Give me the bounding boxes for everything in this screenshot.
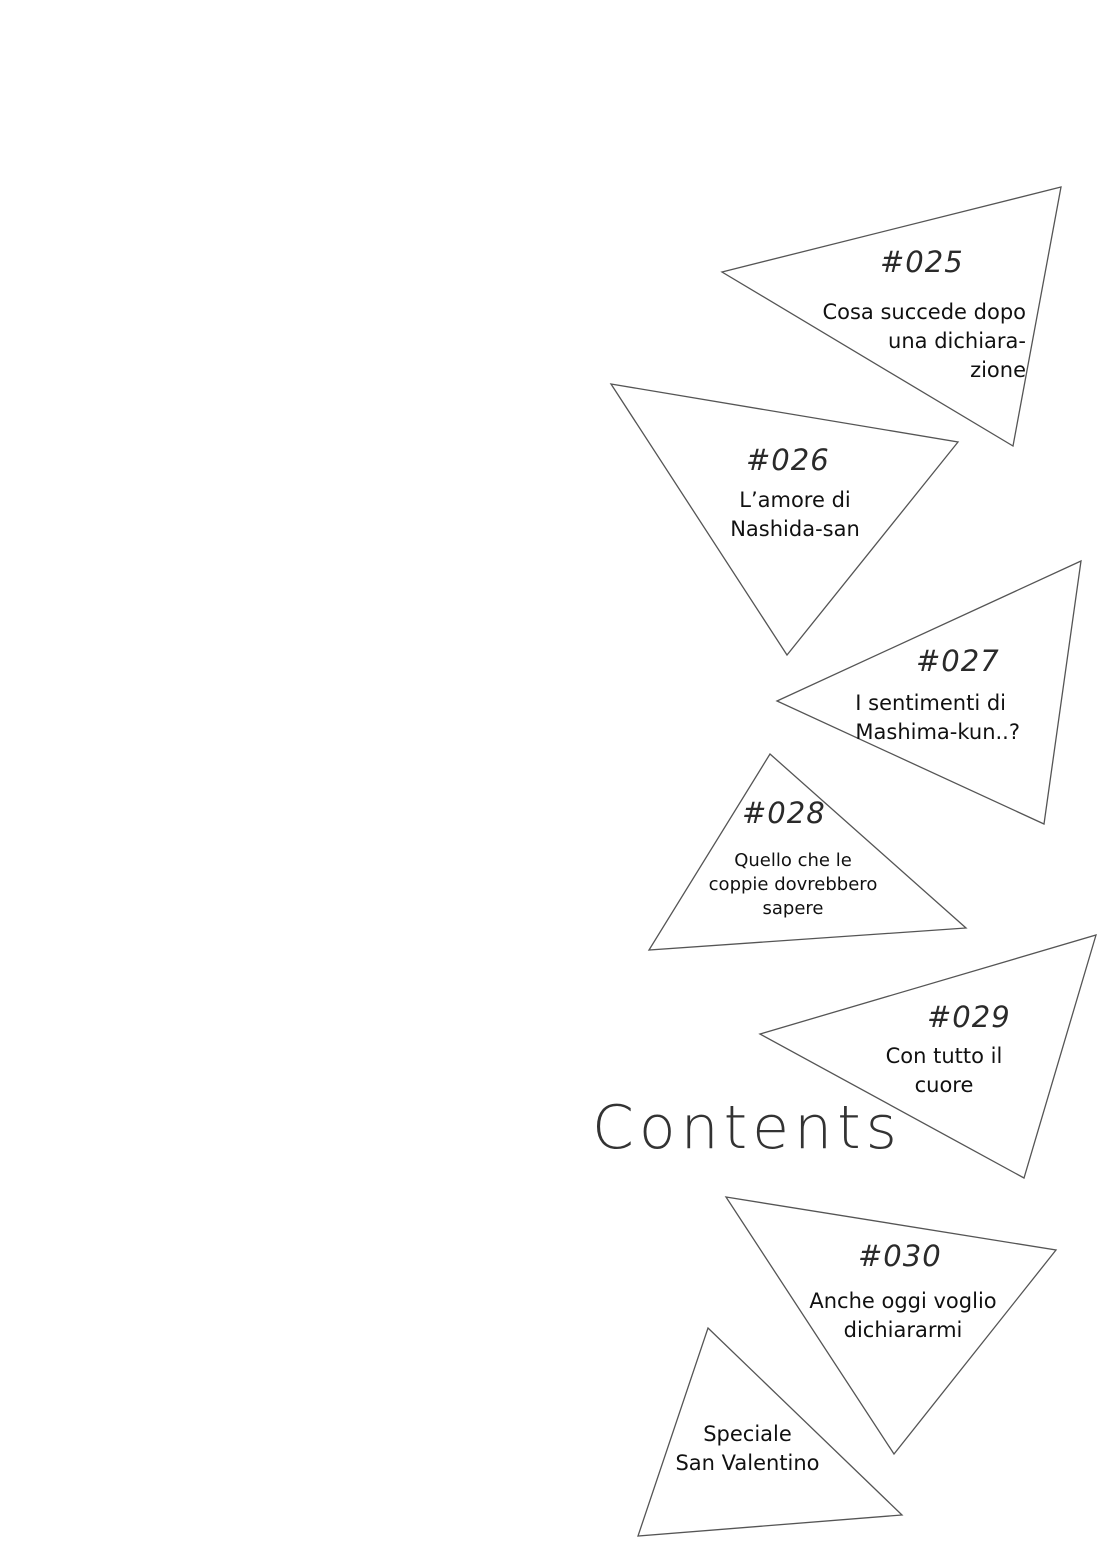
chapter-title-029: Con tutto il cuore <box>864 1042 1024 1100</box>
chapter-title-027: I sentimenti di Mashima-kun..? <box>855 689 1020 747</box>
chapter-title-line: Con tutto il <box>885 1044 1003 1068</box>
chapter-title-line: Speciale <box>703 1422 792 1446</box>
chapter-title-line: cuore <box>914 1073 974 1097</box>
chapter-title-028: Quello che le coppie dovrebbero sapere <box>693 849 893 921</box>
chapter-title-line: sapere <box>762 898 824 919</box>
triangle-special <box>637 1326 904 1537</box>
chapter-title-line: Mashima-kun..? <box>855 720 1020 744</box>
chapter-title-030: Anche oggi voglio dichiararmi <box>793 1287 1013 1345</box>
chapter-number-026: #026 <box>746 443 830 477</box>
triangle-029 <box>758 934 1097 1179</box>
chapter-title-line: Nashida-san <box>730 517 860 541</box>
contents-heading: Contents <box>592 1093 902 1163</box>
chapter-title-line: zione <box>970 358 1026 382</box>
chapter-title-special: Speciale San Valentino <box>660 1420 835 1478</box>
chapter-number-029: #029 <box>927 1000 1011 1034</box>
chapter-title-line: una dichiara- <box>888 329 1026 353</box>
triangle-025 <box>720 186 1062 448</box>
chapter-title-line: dichiararmi <box>843 1318 963 1342</box>
chapter-number-027: #027 <box>916 644 1000 678</box>
chapter-title-line: Quello che le <box>734 850 852 871</box>
chapter-title-line: Anche oggi voglio <box>809 1289 997 1313</box>
chapter-title-line: Cosa succede dopo <box>822 300 1026 324</box>
chapter-title-line: L’amore di <box>739 488 851 512</box>
triangle-026 <box>609 383 960 657</box>
triangle-027 <box>775 559 1082 825</box>
chapter-title-line: I sentimenti di <box>855 691 1006 715</box>
chapter-title-026: L’amore di Nashida-san <box>715 486 875 544</box>
chapter-number-025: #025 <box>880 245 964 279</box>
triangle-030 <box>724 1196 1058 1456</box>
chapter-title-025: Cosa succede dopo una dichiara- zione <box>822 298 1026 385</box>
chapter-number-028: #028 <box>742 796 826 830</box>
chapter-title-line: coppie dovrebbero <box>708 874 878 895</box>
chapter-number-030: #030 <box>858 1239 942 1273</box>
triangle-028 <box>647 753 968 951</box>
chapter-title-line: San Valentino <box>675 1451 820 1475</box>
